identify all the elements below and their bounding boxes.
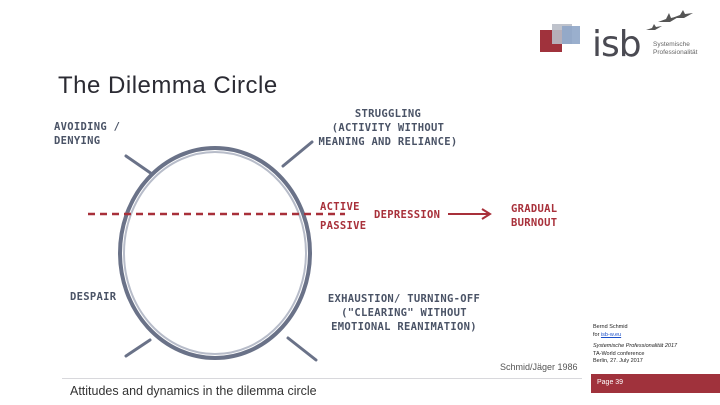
label-despair: DESPAIR [70,291,117,303]
caption-divider [62,378,582,379]
for-label: for [593,331,600,338]
label-avoiding: AVOIDING / DENYING [54,121,121,147]
arrow-head-icon [481,208,492,220]
label-burnout: GRADUAL BURNOUT [511,203,558,229]
page-title: The Dilemma Circle [58,72,278,99]
spike-despair [124,338,152,358]
website-link[interactable]: isb-w.eu [600,331,622,338]
dilemma-circle-inner [123,151,307,355]
author-name: Bernd Schmid [593,324,628,330]
label-struggling: STRUGGLING (ACTIVITY WITHOUT MEANING AND… [318,108,458,148]
spike-struggling [281,140,314,168]
label-passive: PASSIVE [320,220,367,232]
page-number: Page 39 [597,379,624,386]
label-active: ACTIVE [320,201,360,213]
spike-avoiding [124,154,154,176]
diagram-source: Schmid/Jäger 1986 [500,362,578,372]
isb-logo [540,10,693,52]
logo-subtitle: Systemische Professionalität [653,41,697,57]
conference-name: TA-World conference [593,350,645,357]
logo-wordmark: isb [592,24,642,65]
event-name: Systemische Professionalität 2017 [593,343,678,349]
slide-caption: Attitudes and dynamics in the dilemma ci… [70,384,317,398]
author-link-line: for isb-w.eu [593,332,677,340]
logo-subtitle-line2: Professionalität [653,49,698,56]
spike-exhaustion [286,336,318,362]
logo-subtitle-line1: Systemische [653,41,690,48]
label-depression: DEPRESSION [374,209,441,221]
presenter-info: Bernd Schmid for isb-w.eu Systemische Pr… [593,324,677,366]
birds-icon [646,10,693,30]
dilemma-circle [118,146,312,360]
label-exhaustion: EXHAUSTION/ TURNING-OFF ("CLEARING" WITH… [327,293,481,333]
logo-square-blue [562,26,580,44]
page-number-badge: Page 39 [591,374,720,393]
place-date: Berlin, 27. July 2017 [593,358,643,364]
